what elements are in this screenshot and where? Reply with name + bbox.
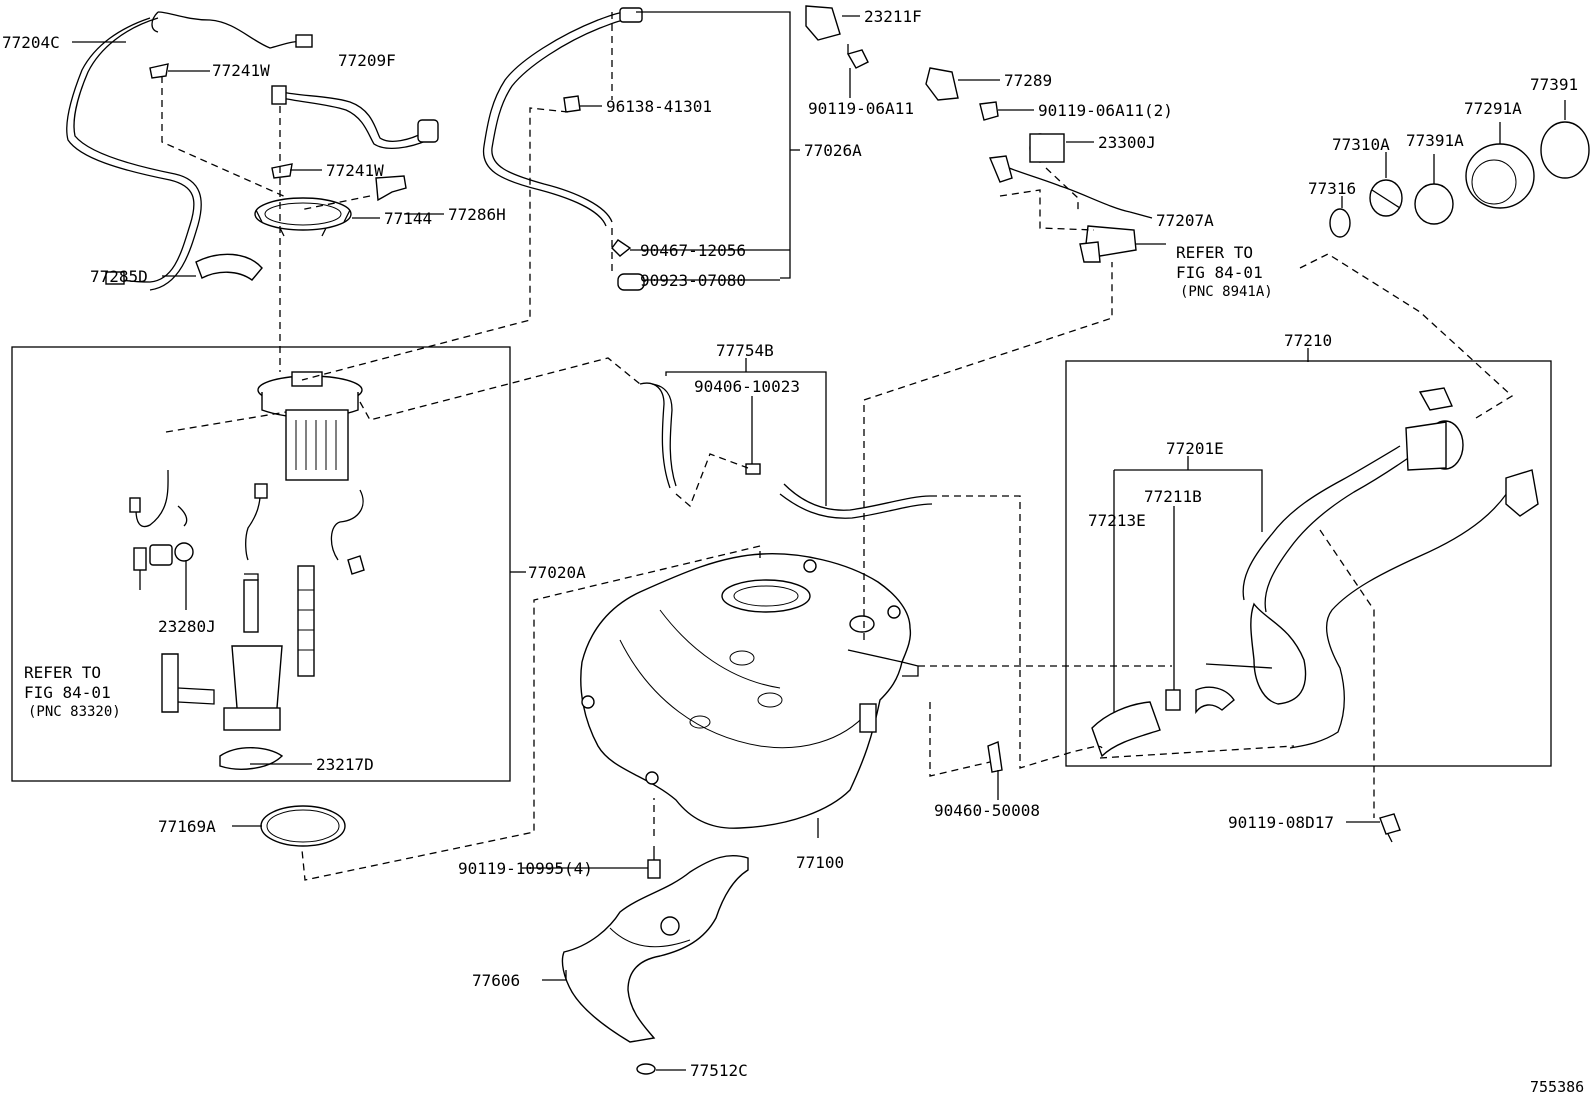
hose-77754B: [639, 382, 933, 519]
label-77316: 77316: [1308, 179, 1356, 198]
refer-right-line3: (PNC 8941A): [1180, 284, 1273, 300]
vent-valve-pnc-8941a: [1079, 225, 1137, 263]
label-77606: 77606: [472, 971, 520, 990]
wire-harness-77204C: [66, 11, 313, 291]
gasket-77169A: [260, 805, 346, 847]
label-77026A: 77026A: [804, 141, 862, 160]
clamp-77241W-upper: [149, 63, 169, 79]
label-77201E: 77201E: [1166, 439, 1224, 458]
label-77285D: 77285D: [90, 267, 148, 286]
bracket-23211F: [805, 5, 841, 41]
fuel-pump-assembly-box: [11, 346, 511, 782]
label-23211F: 23211F: [864, 7, 922, 26]
label-90467-12056: 90467-12056: [640, 241, 746, 260]
label-77289: 77289: [1004, 71, 1052, 90]
leader-lines: [72, 11, 1566, 1071]
valve-77289: [925, 67, 959, 101]
bracket-90460-50008: [987, 741, 1003, 773]
fuel-tank-77100: [580, 553, 919, 829]
bolt-90119-08D17: [1379, 813, 1401, 843]
retainer-ring-77144: [254, 197, 352, 237]
clamp-77241W-lower: [271, 163, 293, 179]
clip-77512C: [636, 1063, 656, 1075]
housing-77291A: [1465, 143, 1535, 209]
label-77211B: 77211B: [1144, 487, 1202, 506]
label-77391: 77391: [1530, 75, 1578, 94]
label-90923-07080: 90923-07080: [640, 271, 746, 290]
refer-left-line3: (PNC 83320): [28, 704, 121, 720]
label-77241W-lower: 77241W: [326, 161, 384, 180]
label-90119-06A11-2: 90119-06A11(2): [1038, 101, 1173, 120]
label-90119-08D17: 90119-08D17: [1228, 813, 1334, 832]
refer-right-line2: FIG 84-01: [1176, 263, 1263, 282]
refer-left-line1: REFER TO: [24, 663, 101, 682]
bolt-90119-06A11-2: [979, 101, 999, 121]
label-23300J: 23300J: [1098, 133, 1156, 152]
filler-pipe-assembly: [1091, 387, 1539, 758]
refer-left-line2: FIG 84-01: [24, 683, 111, 702]
label-77209F: 77209F: [338, 51, 396, 70]
label-77020A: 77020A: [528, 563, 586, 582]
protector-77285D: [195, 253, 263, 281]
label-77512C: 77512C: [690, 1061, 748, 1080]
label-90119-06A11: 90119-06A11: [808, 99, 914, 118]
label-77286H: 77286H: [448, 205, 506, 224]
label-96138-41301: 96138-41301: [606, 97, 712, 116]
label-77241W-upper: 77241W: [212, 61, 270, 80]
gasket-77391: [1540, 121, 1590, 179]
figure-id: 755386: [1530, 1078, 1584, 1096]
label-23280J: 23280J: [158, 617, 216, 636]
filter-23300J: [1029, 133, 1065, 163]
tube-77026A: [482, 7, 645, 291]
label-77213E: 77213E: [1088, 511, 1146, 530]
label-77100: 77100: [796, 853, 844, 872]
tube-77207A: [988, 155, 1131, 213]
fuel-pump-subparts: [129, 469, 365, 770]
label-90119-10995: 90119-10995(4): [458, 859, 593, 878]
wire-harness-77209F: [271, 85, 439, 150]
label-77207A: 77207A: [1156, 211, 1214, 230]
fuel-pump-module: [257, 371, 363, 481]
retainer-77286H: [375, 175, 407, 202]
ring-77391A: [1414, 183, 1454, 225]
protector-77606: [561, 855, 749, 1043]
gasket-77316: [1329, 208, 1351, 238]
dashed-assembly-lines: [161, 12, 1514, 881]
label-77754B: 77754B: [716, 341, 774, 360]
cap-77310A: [1369, 179, 1403, 217]
bolt-90119-10995: [647, 846, 661, 879]
refer-right-line1: REFER TO: [1176, 243, 1253, 262]
label-77310A: 77310A: [1332, 135, 1390, 154]
label-77391A: 77391A: [1406, 131, 1464, 150]
bolt-90119-06A11: [846, 44, 869, 69]
label-77291A: 77291A: [1464, 99, 1522, 118]
label-90460-50008: 90460-50008: [934, 801, 1040, 820]
label-77169A: 77169A: [158, 817, 216, 836]
label-77210: 77210: [1284, 331, 1332, 350]
label-90406-10023: 90406-10023: [694, 377, 800, 396]
part-labels: 77204C 77241W 77209F 77241W 77286H 77144…: [2, 7, 1584, 1096]
label-77204C: 77204C: [2, 33, 60, 52]
label-23217D: 23217D: [316, 755, 374, 774]
label-77144: 77144: [384, 209, 432, 228]
